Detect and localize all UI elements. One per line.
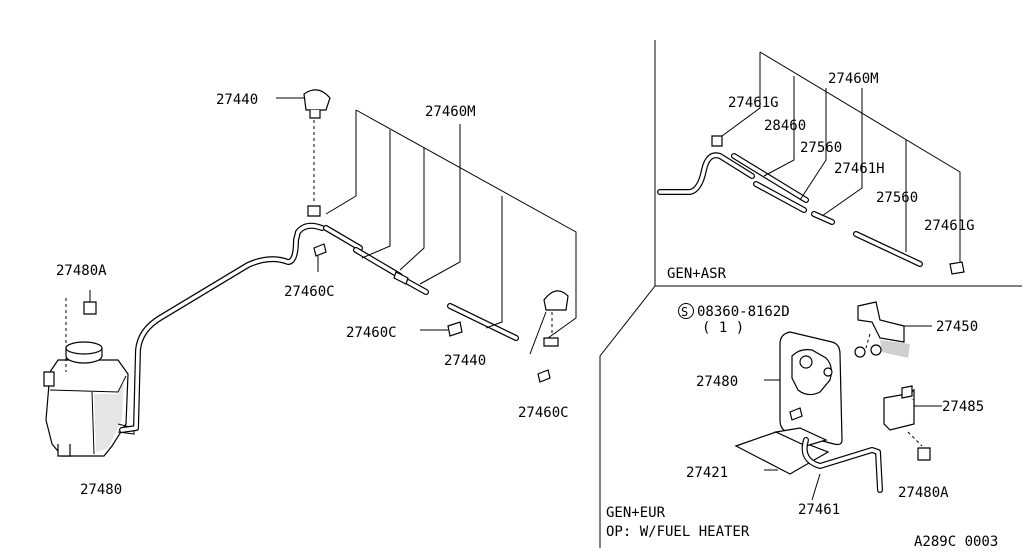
leader-27460m xyxy=(325,109,577,339)
label-asr-27460m: 27460M xyxy=(828,71,879,87)
label-27480: 27480 xyxy=(80,482,122,498)
nozzle-right xyxy=(529,290,569,383)
label-option-note: OP: W/FUEL HEATER xyxy=(606,524,750,540)
inset-eur-drawing xyxy=(734,301,942,501)
label-screw-qty: ( 1 ) xyxy=(702,320,744,336)
label-asr-27461g-top: 27461G xyxy=(728,95,779,111)
label-27480a: 27480A xyxy=(56,263,107,279)
label-eur-27461: 27461 xyxy=(798,502,840,518)
label-27460m: 27460M xyxy=(425,104,476,120)
label-eur-27485: 27485 xyxy=(942,399,984,415)
label-eur-27450: 27450 xyxy=(936,319,978,335)
label-27440-top: 27440 xyxy=(216,92,258,108)
label-asr-28460: 28460 xyxy=(764,118,806,134)
label-gen-eur: GEN+EUR xyxy=(606,505,666,521)
label-asr-27560-top: 27560 xyxy=(800,140,842,156)
screw-symbol-circle xyxy=(678,303,694,319)
label-asr-27461g-right: 27461G xyxy=(924,218,975,234)
label-eur-27480a: 27480A xyxy=(898,485,949,501)
clip-mid xyxy=(420,321,463,337)
label-asr-27560-right: 27560 xyxy=(876,190,918,206)
label-eur-27480: 27480 xyxy=(696,374,738,390)
label-27460c-mid: 27460C xyxy=(346,325,397,341)
main-hose xyxy=(119,222,325,433)
hose-segments-main xyxy=(323,225,519,341)
diagram-code: A289C 0003 xyxy=(914,534,998,550)
screw-symbol: S xyxy=(681,305,688,319)
label-27440-right: 27440 xyxy=(444,353,486,369)
label-27460c-upper: 27460C xyxy=(284,284,335,300)
label-screw-part: 08360-8162D xyxy=(697,304,790,320)
nozzle-top xyxy=(276,89,331,217)
clip-upper xyxy=(313,243,327,272)
label-eur-27421: 27421 xyxy=(686,465,728,481)
label-27460c-lower: 27460C xyxy=(518,405,569,421)
reservoir-bolt xyxy=(65,290,97,372)
label-asr-27461h: 27461H xyxy=(834,161,885,177)
inset-asr-drawing xyxy=(657,51,965,275)
inset-divider xyxy=(599,40,1022,548)
label-gen-asr: GEN+ASR xyxy=(667,266,727,282)
reservoir-tank xyxy=(43,341,135,457)
